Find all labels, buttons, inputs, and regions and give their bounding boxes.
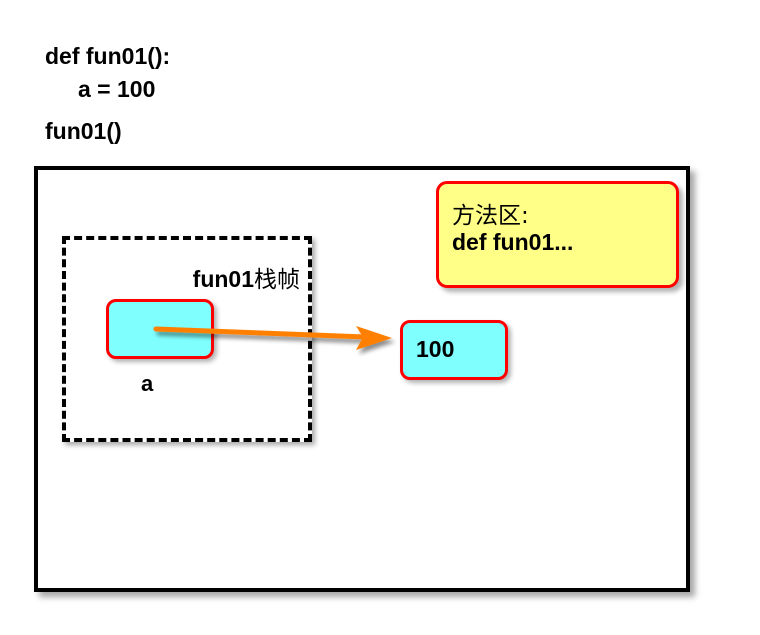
stack-frame-label: fun01栈帧: [193, 260, 300, 294]
value-box: 100: [400, 320, 508, 380]
method-area-box: 方法区: def fun01...: [436, 181, 679, 288]
method-area-content: def fun01...: [452, 229, 574, 255]
variable-name: a: [141, 371, 154, 396]
stack-frame-label-name: fun01: [192, 266, 254, 292]
code-line-call: fun01(): [45, 118, 122, 144]
code-line-def: def fun01():: [45, 43, 171, 69]
value-text: 100: [416, 336, 455, 362]
variable-box: [106, 299, 214, 359]
method-area-title: 方法区:: [452, 203, 529, 229]
code-line-assign: a = 100: [78, 76, 156, 102]
stack-frame-label-suffix: 栈帧: [254, 267, 300, 293]
